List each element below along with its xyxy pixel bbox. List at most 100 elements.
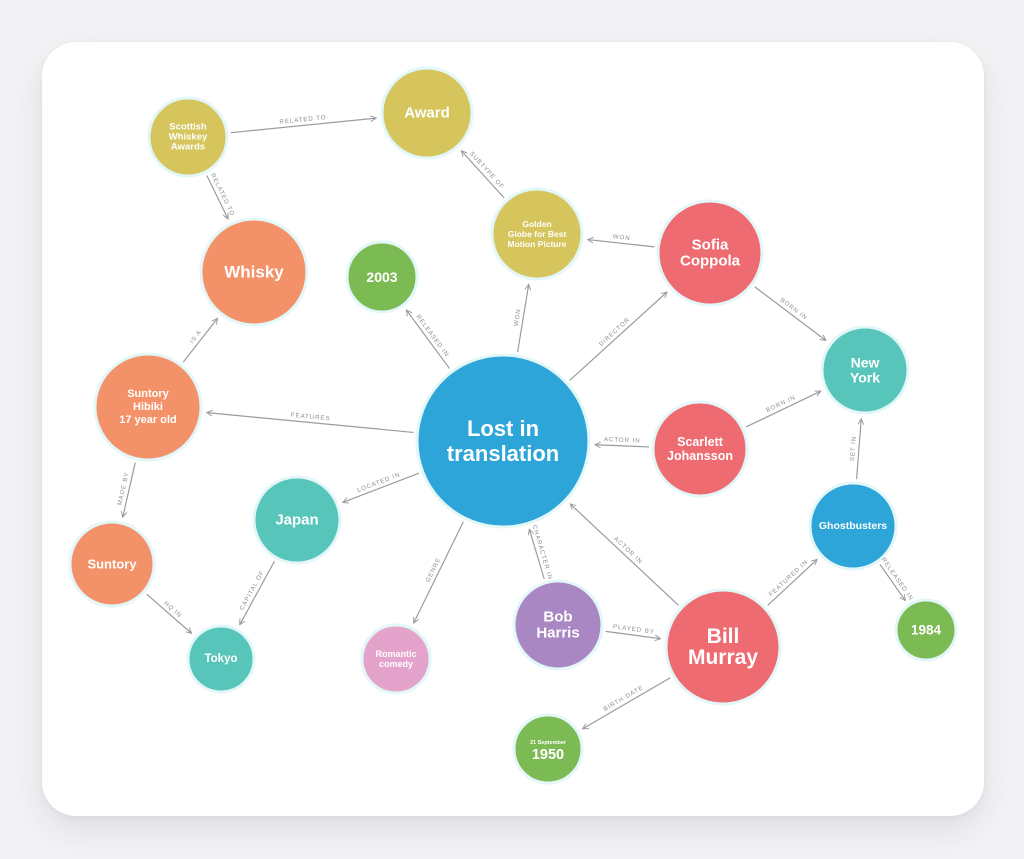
node-circle[interactable] xyxy=(93,352,203,462)
edge-lost-golden: WON xyxy=(513,284,529,353)
edge-line xyxy=(529,529,545,580)
edge-ghostbusters-y1984: RELEASED IN xyxy=(879,557,915,603)
edge-scottish-whisky: RELATED TO xyxy=(206,172,236,219)
edge-label-played-by: PLAYED BY xyxy=(612,623,655,635)
node-label: 2003 xyxy=(366,269,397,285)
node-suntory[interactable]: Suntory xyxy=(68,520,156,608)
edge-bob-bill: PLAYED BY xyxy=(605,623,661,638)
node-label: Suntory xyxy=(87,557,137,572)
node-circle[interactable] xyxy=(894,598,958,662)
node-ghostbusters[interactable]: Ghostbusters xyxy=(808,481,898,571)
edge-line xyxy=(754,286,826,341)
node-label: Awards xyxy=(171,142,205,153)
node-circle[interactable] xyxy=(199,217,309,327)
edge-label-released-in: RELEASED IN xyxy=(414,313,450,358)
node-label: comedy xyxy=(379,659,413,669)
node-label: 1984 xyxy=(911,623,942,638)
node-y1984[interactable]: 1984 xyxy=(894,598,958,662)
node-circle[interactable] xyxy=(186,624,256,694)
edge-line xyxy=(207,413,414,434)
edge-sofia-newyork: BORN IN xyxy=(754,286,826,341)
edge-line xyxy=(879,564,905,600)
node-circle[interactable] xyxy=(68,520,156,608)
node-label: Sofia xyxy=(692,237,729,254)
node-label: Johansson xyxy=(667,449,733,463)
node-label: Scottish xyxy=(169,122,207,133)
edge-line xyxy=(605,630,661,638)
node-label: York xyxy=(850,370,880,386)
node-circle[interactable] xyxy=(415,353,591,529)
edge-label-is-a: IS A xyxy=(189,329,204,345)
node-label: Coppola xyxy=(680,253,741,270)
edge-label-features: FEATURES xyxy=(290,412,330,423)
edge-golden-award: SUBTYPE OF xyxy=(461,150,506,199)
edge-line xyxy=(182,318,217,363)
edge-scarlett-newyork: BORN IN xyxy=(745,391,821,428)
node-label: Harris xyxy=(536,625,579,642)
edge-ghostbusters-newyork: SET IN xyxy=(849,419,861,480)
edge-sofia-golden: WON xyxy=(588,233,655,248)
edge-label-released-in: RELEASED IN xyxy=(880,557,915,603)
edge-label-actor-in: ACTOR IN xyxy=(604,436,641,444)
node-label: Award xyxy=(404,105,450,122)
node-circle[interactable] xyxy=(380,66,474,160)
node-circle[interactable] xyxy=(656,199,764,307)
edge-line xyxy=(406,310,451,369)
node-label: Ghostbusters xyxy=(819,520,887,532)
edge-label-born-in: BORN IN xyxy=(765,394,797,414)
node-award[interactable]: Award xyxy=(380,66,474,160)
edge-japan-tokyo: CAPITAL OF xyxy=(239,560,275,625)
node-circle[interactable] xyxy=(147,96,229,178)
edge-label-born-in: BORN IN xyxy=(779,297,809,322)
edge-lost-sofia: DIRECTOR xyxy=(569,292,667,381)
node-label: Romantic xyxy=(375,649,416,659)
node-whisky[interactable]: Whisky xyxy=(199,217,309,327)
edge-line xyxy=(569,292,667,381)
edge-label-related-to: RELATED TO xyxy=(209,172,236,217)
node-circle[interactable] xyxy=(820,325,910,415)
node-label: Tokyo xyxy=(204,653,237,665)
node-label: Whisky xyxy=(224,263,284,282)
node-label: Scarlett xyxy=(677,435,724,449)
node-label: Lost in xyxy=(467,416,539,441)
node-circle[interactable] xyxy=(252,475,342,565)
edge-lost-japan: LOCATED IN xyxy=(343,471,420,502)
edge-lost-suntoryhibiki: FEATURES xyxy=(207,412,414,434)
node-circle[interactable] xyxy=(360,623,432,695)
edge-bob-lost: CHARACTER IN xyxy=(529,524,554,581)
edge-line xyxy=(516,284,529,353)
node-circle[interactable] xyxy=(512,713,584,785)
edge-label-featured-in: FEATURED IN xyxy=(768,559,810,599)
node-japan[interactable]: Japan xyxy=(252,475,342,565)
edge-bill-y1950: BIRTH DATE xyxy=(583,677,671,729)
edge-label-birth-date: BIRTH DATE xyxy=(602,684,645,713)
edge-label-actor-in: ACTOR IN xyxy=(612,535,644,565)
node-tokyo[interactable]: Tokyo xyxy=(186,624,256,694)
node-label: Bob xyxy=(543,609,572,626)
node-circle[interactable] xyxy=(345,240,419,314)
node-y2003[interactable]: 2003 xyxy=(345,240,419,314)
node-circle[interactable] xyxy=(808,481,898,571)
edge-label-won: WON xyxy=(612,233,630,242)
node-circle[interactable] xyxy=(651,400,749,498)
node-label: 21 September xyxy=(530,740,567,746)
edge-line xyxy=(230,118,376,134)
edge-label-related-to: RELATED TO xyxy=(279,114,327,126)
node-circle[interactable] xyxy=(512,579,604,671)
node-circle[interactable] xyxy=(664,588,782,706)
node-circle[interactable] xyxy=(490,187,584,281)
edge-scottish-award: RELATED TO xyxy=(230,114,376,134)
